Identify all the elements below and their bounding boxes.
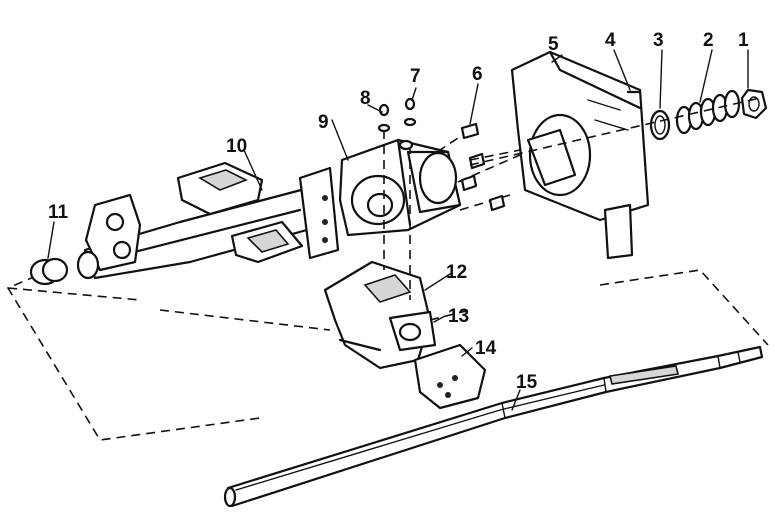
callout-13: 13 [448, 306, 469, 327]
part-14-ignition-switch [413, 343, 487, 410]
part-1-nut [740, 88, 768, 120]
callout-5: 5 [548, 34, 559, 55]
leader-lines [47, 49, 749, 411]
part-11-end-cap [29, 250, 100, 286]
callout-3: 3 [653, 30, 664, 51]
part-15-steering-shaft [223, 345, 764, 508]
part-5-mounting-bracket [469, 50, 650, 260]
callout-4: 4 [605, 30, 616, 51]
part-10-column-jacket [83, 161, 340, 280]
shaft-axis-line [469, 97, 761, 166]
part-13-switch-actuator [388, 310, 437, 352]
callout-12: 12 [446, 262, 467, 283]
callout-10: 10 [226, 136, 247, 157]
callout-labels: 1 2 3 4 5 6 7 8 9 10 11 12 13 14 15 [48, 30, 749, 393]
callout-9: 9 [318, 112, 329, 133]
callout-14: 14 [475, 338, 497, 359]
part-2-spring [675, 89, 741, 135]
part-9-lock-housing [338, 138, 462, 237]
callout-2: 2 [703, 30, 714, 51]
callout-7: 7 [410, 66, 421, 87]
part-3-snap-ring [649, 109, 671, 141]
callout-15: 15 [516, 372, 538, 393]
assembly-outline [6, 269, 769, 441]
parts-6-7-8-fasteners [377, 97, 506, 212]
callout-6: 6 [472, 64, 483, 85]
callout-11: 11 [48, 202, 69, 223]
callout-8: 8 [360, 88, 371, 109]
callout-1: 1 [738, 30, 749, 51]
